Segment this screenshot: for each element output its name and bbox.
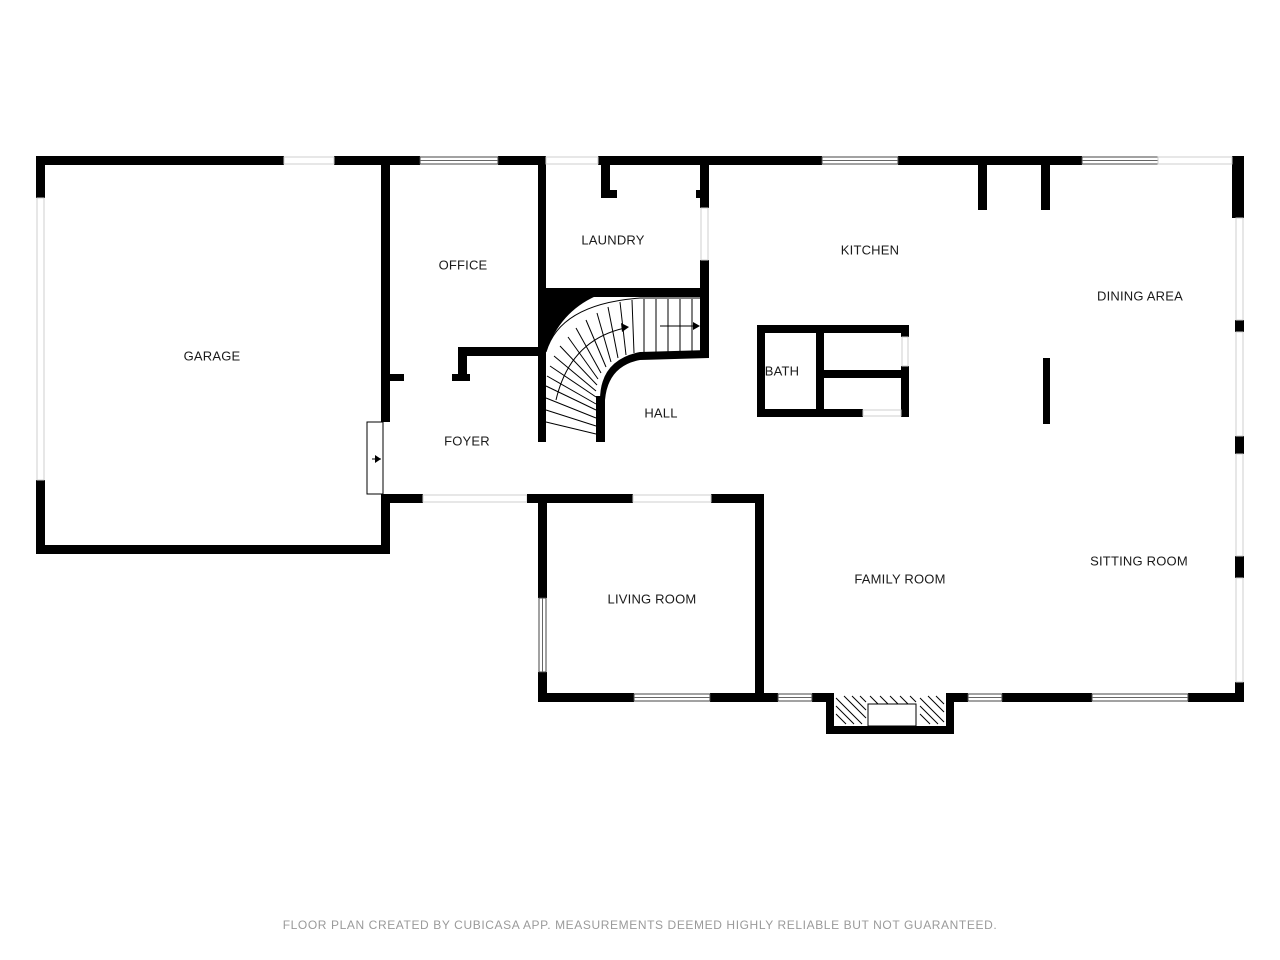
kitchen-walls [898,156,1244,218]
right-exterior-openings [1235,217,1244,683]
laundry-openings [545,156,709,261]
dining-divider-wall [1043,358,1050,424]
room-label-kitchen: KITCHEN [841,242,899,257]
room-label-sitting-room: SITTING ROOM [1090,553,1188,568]
living-room-windows [538,597,711,702]
family-room-walls [812,693,1244,702]
garage-entry-door [366,421,384,495]
footer-disclaimer: FLOOR PLAN CREATED BY CUBICASA APP. MEAS… [282,918,998,932]
bath-openings [862,336,909,417]
garage-openings [36,156,335,481]
living-room-walls [527,494,778,702]
dining-opening [1157,156,1233,165]
room-label-garage: GARAGE [184,348,241,363]
fireplace [826,693,954,734]
room-label-foyer: FOYER [444,433,490,448]
room-label-hall: HALL [644,405,677,420]
kitchen-window [821,156,899,165]
room-label-dining-area: DINING AREA [1097,288,1183,303]
office-window [419,156,499,165]
bath-walls [757,325,909,417]
dining-window [1081,156,1159,165]
staircase [538,296,709,442]
room-label-living-room: LIVING ROOM [608,591,697,606]
foyer-walls [381,494,423,503]
right-exterior-wall [1235,320,1244,702]
living-room-openings [632,494,712,503]
garage-walls [36,156,420,554]
front-entry-opening [422,494,528,503]
room-label-family-room: FAMILY ROOM [854,571,945,586]
family-room-windows [777,693,1189,702]
room-label-bath: BATH [765,363,800,378]
laundry-walls [538,156,822,356]
room-label-office: OFFICE [439,257,488,272]
room-label-laundry: LAUNDRY [581,232,644,247]
